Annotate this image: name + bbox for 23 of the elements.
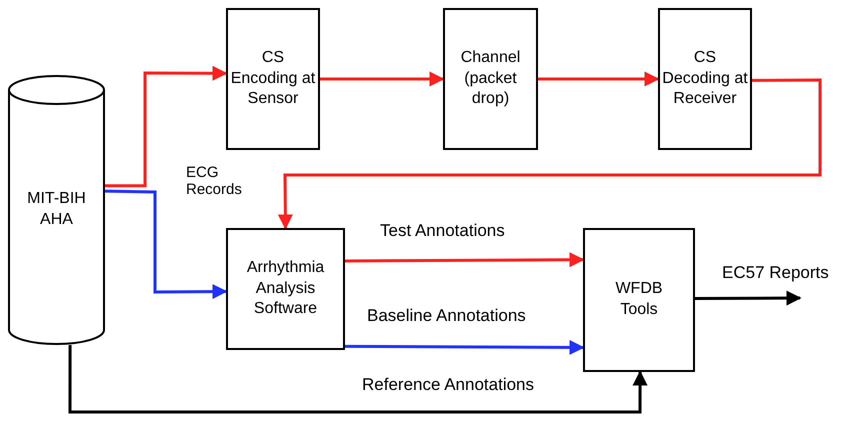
process-box bbox=[658, 8, 752, 150]
node-label: CS Encoding at Sensor bbox=[230, 48, 316, 110]
process-box bbox=[443, 8, 538, 150]
arrow bbox=[345, 252, 584, 268]
node-label: MIT-BIH AHA bbox=[26, 189, 87, 230]
node-label: WFDB Tools bbox=[614, 279, 664, 320]
database-cylinder bbox=[8, 75, 105, 345]
arrow bbox=[68, 345, 648, 414]
arrow bbox=[538, 72, 660, 86]
process-box bbox=[583, 228, 695, 372]
arrow bbox=[694, 290, 802, 306]
process-box bbox=[226, 228, 345, 350]
node-label: Arrhythmia Analysis Software bbox=[246, 258, 326, 320]
arrow bbox=[105, 66, 228, 188]
arrow bbox=[104, 190, 228, 300]
arrow bbox=[320, 72, 444, 86]
process-box bbox=[226, 8, 320, 150]
text-label: ECG Records bbox=[185, 165, 243, 198]
arrow bbox=[345, 340, 584, 355]
arrow bbox=[278, 78, 822, 230]
node-label: Channel (packet drop) bbox=[460, 48, 522, 110]
node-label: CS Decoding at Receiver bbox=[661, 48, 749, 110]
edge-label: EC57 Reports bbox=[720, 264, 831, 283]
